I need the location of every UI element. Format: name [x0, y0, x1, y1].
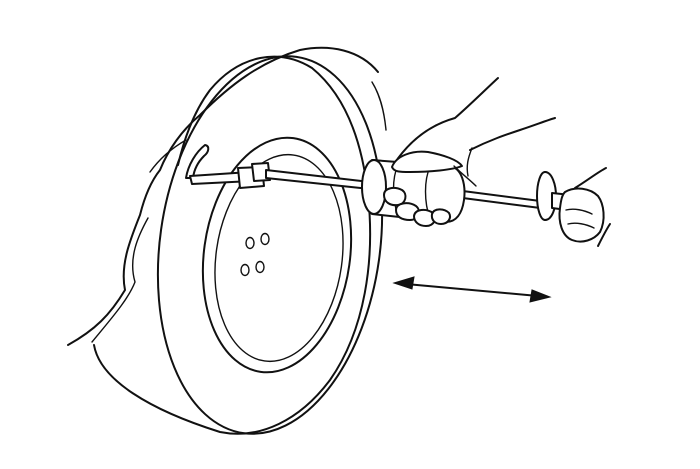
- forearm-line: [469, 117, 556, 151]
- lug-holes: [240, 232, 270, 277]
- wheel-icon: [93, 55, 384, 435]
- arrow-head-left: [392, 276, 415, 290]
- hand-icon: [383, 77, 556, 227]
- forearm-line: [574, 167, 607, 189]
- arrow-head-right: [529, 289, 552, 303]
- tire-tread-outline: [93, 55, 372, 435]
- lug-hole: [245, 236, 255, 250]
- hand-icon: [558, 167, 611, 247]
- shaft: [265, 169, 371, 190]
- forearm-line: [597, 223, 611, 247]
- sliding-weight-face: [361, 159, 387, 215]
- tire-sidewall: [156, 55, 384, 435]
- double-arrow-icon: [392, 276, 552, 303]
- lug-hole: [260, 232, 270, 246]
- palm: [558, 187, 605, 243]
- finger: [383, 186, 407, 207]
- lug-hole: [240, 263, 250, 277]
- rim-inner: [214, 153, 344, 363]
- fender-outline: [67, 46, 387, 346]
- forearm-line: [393, 77, 499, 165]
- lug-hole: [255, 260, 265, 274]
- finger: [430, 208, 451, 225]
- arrow-shaft: [405, 283, 539, 297]
- thumb: [391, 150, 463, 173]
- rim-outer: [201, 136, 353, 374]
- hook-tip: [185, 144, 210, 179]
- shaft-rear: [454, 189, 549, 210]
